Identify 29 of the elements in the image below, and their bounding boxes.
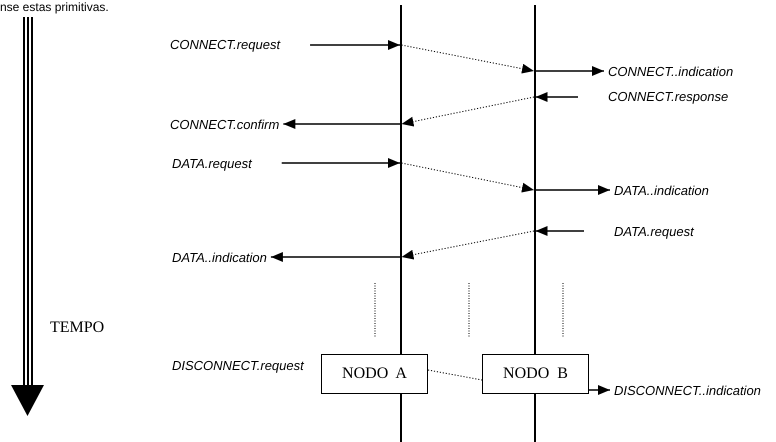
primitive-label: DATA..indication <box>172 250 267 266</box>
dotted-arrow <box>401 96 534 126</box>
axis-label: TEMPO <box>50 318 104 338</box>
primitive-label: DATA..indication <box>614 183 709 199</box>
arrow <box>536 226 584 236</box>
primitive-label: CONNECT.request <box>170 37 280 53</box>
primitive-label: DISCONNECT..indication <box>614 383 761 399</box>
arrow <box>589 385 610 395</box>
arrow <box>536 92 578 102</box>
arrow <box>282 158 400 168</box>
caption-fragment: nse estas primitivas. <box>0 0 109 14</box>
lifeline <box>400 5 402 442</box>
node-box: NODO B <box>482 354 589 394</box>
primitive-label: DATA.request <box>172 156 252 172</box>
primitive-label: DATA.request <box>614 224 694 240</box>
dotted-arrow <box>401 162 534 192</box>
node-box: NODO A <box>321 354 428 394</box>
primitive-label: CONNECT.response <box>608 89 728 105</box>
primitive-label: CONNECT..indication <box>608 64 734 80</box>
dotted-arrow <box>401 44 534 74</box>
primitive-label: DISCONNECT.request <box>172 358 304 374</box>
arrow <box>310 40 400 50</box>
arrow <box>536 185 610 195</box>
arrow <box>283 119 400 129</box>
lifeline <box>534 5 536 442</box>
arrow <box>270 252 400 262</box>
dotted-arrow <box>401 230 534 260</box>
arrow <box>536 66 604 76</box>
primitive-label: CONNECT.confirm <box>170 117 280 133</box>
